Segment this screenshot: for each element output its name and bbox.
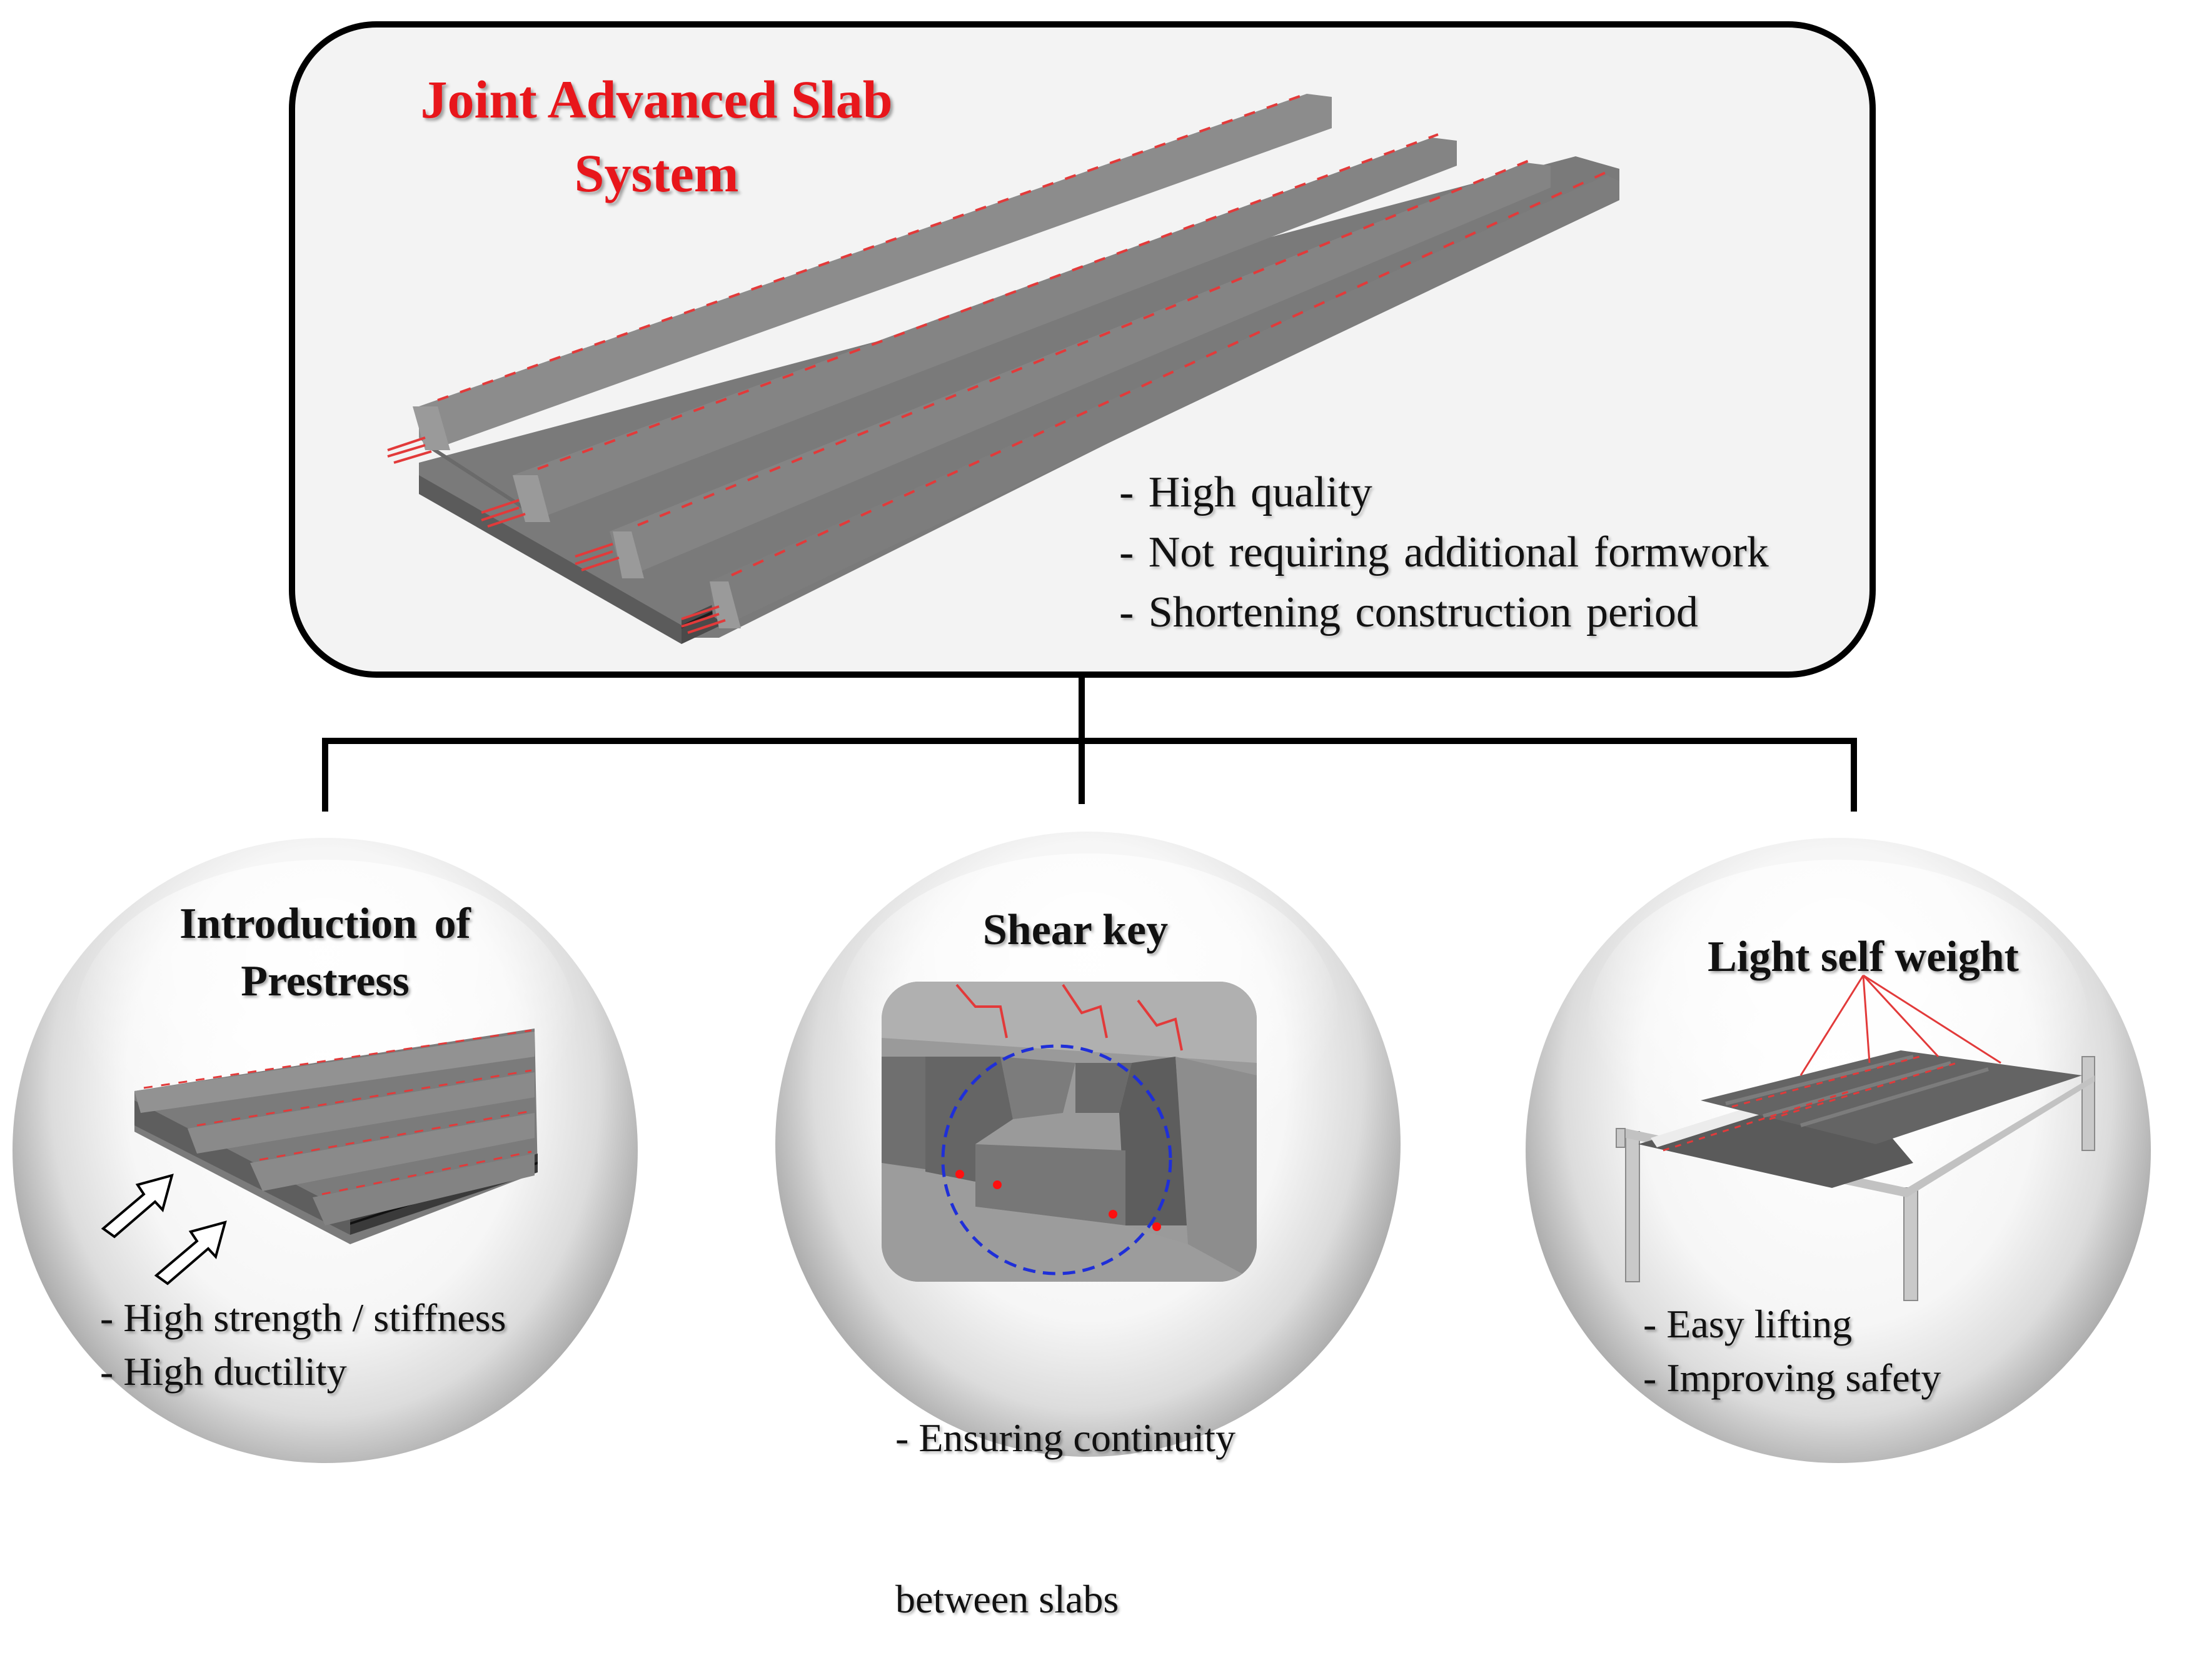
system-benefit-3: - Shortening construction period [1119,588,1698,636]
light-weight-benefit-2: - Improving safety [1643,1356,1941,1400]
connector-left [322,738,328,812]
prestress-title: Introduction of Prestress [100,895,550,1010]
connector-right [1851,738,1857,812]
prestress-title-line1: Introduction of [179,900,471,948]
connector-bar [322,738,1857,744]
connector-center [1079,738,1085,804]
light-weight-title-line1: Light self weight [1708,933,2019,981]
prestress-benefit-2: - High ductility [100,1349,347,1394]
connector-trunk [1079,678,1085,740]
system-benefit-2: - Not requiring additional formwork [1119,528,1769,576]
system-title-line1: Joint Advanced Slab [420,69,893,129]
slab-illustration [387,93,1619,644]
shear-key-benefit-1: - Ensuring continuity [895,1416,1235,1460]
system-title: Joint Advanced Slab System [350,63,963,210]
prestress-title-line2: Prestress [241,957,410,1005]
system-benefits-list: - High quality - Not requiring additiona… [1119,463,1869,643]
prestress-illustration [101,1029,538,1285]
light-weight-benefit-1: - Easy lifting [1643,1302,1853,1346]
system-title-line2: System [574,143,739,203]
shear-key-benefit-2: between slabs [895,1577,1119,1621]
prestress-benefits-list: - High strength / stiffness - High ducti… [100,1291,506,1399]
shear-key-illustration [882,982,1257,1282]
light-weight-title: Light self weight [1638,928,2088,986]
lifting-illustration [1616,974,2095,1301]
shear-key-title: Shear key [900,902,1250,959]
light-weight-benefits-list: - Easy lifting - Improving safety [1643,1297,1941,1405]
prestress-benefit-1: - High strength / stiffness [100,1295,506,1340]
shear-key-title-line1: Shear key [982,906,1169,954]
system-benefit-1: - High quality [1119,468,1372,516]
